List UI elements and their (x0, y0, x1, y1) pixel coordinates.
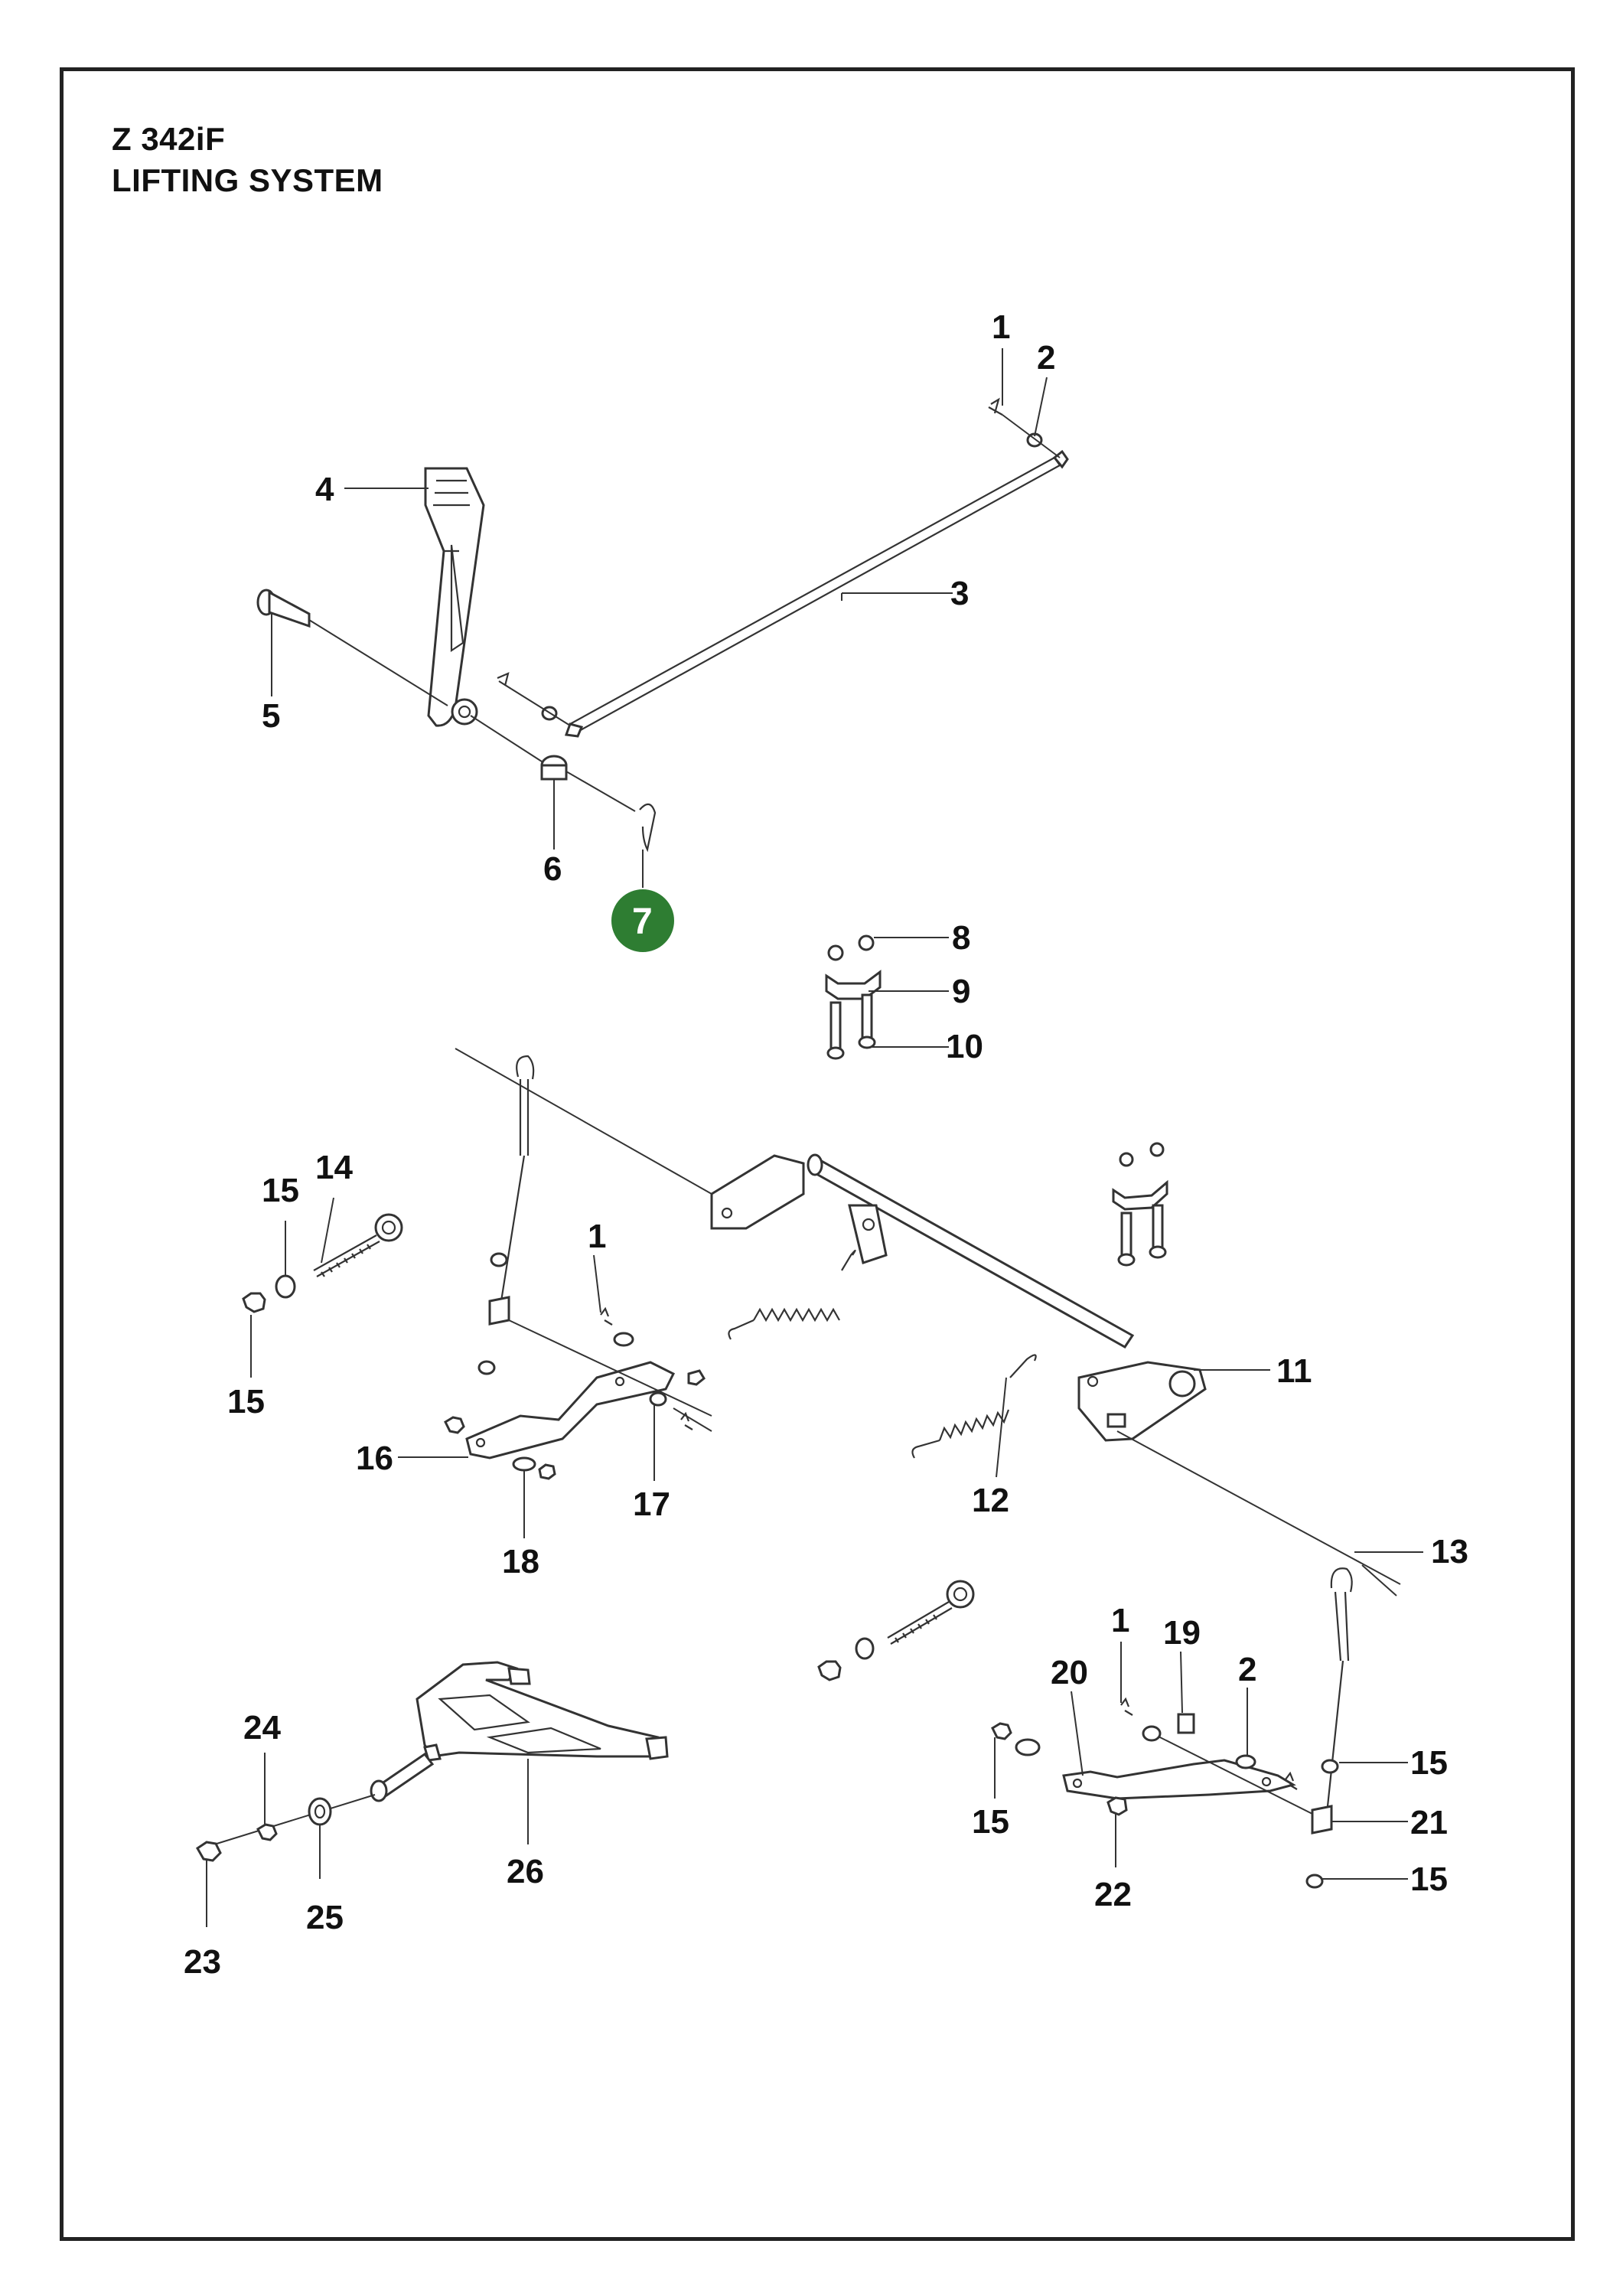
section-title: LIFTING SYSTEM (112, 162, 383, 198)
eye-bolt-left (242, 1213, 403, 1313)
callout-15: 15 (227, 1383, 265, 1420)
callout-15: 15 (262, 1172, 299, 1209)
callout-21: 21 (1410, 1804, 1448, 1841)
lift-shaft (455, 1048, 1401, 1596)
bushing (470, 715, 636, 812)
eye-bolt-center (817, 1580, 975, 1681)
bracket-shaft (1112, 1142, 1168, 1267)
callout-22: 22 (1094, 1876, 1132, 1913)
callout-9: 9 (952, 973, 970, 1010)
callout-1: 1 (992, 308, 1010, 346)
callout-4: 4 (315, 471, 334, 508)
pivot-pin (256, 589, 448, 706)
callout-14: 14 (315, 1149, 353, 1186)
lift-arm-right (991, 1697, 1313, 1816)
callout-13: 13 (1431, 1533, 1468, 1570)
callout-19: 19 (1163, 1614, 1201, 1652)
bracket-upper (825, 934, 882, 1060)
callout-8: 8 (952, 919, 970, 957)
callout-numbers: 1 2 3 4 5 6 7 8 9 10 11 12 13 14 15 15 1… (184, 308, 1468, 1981)
callout-2: 2 (1238, 1651, 1256, 1688)
callout-1: 1 (1111, 1602, 1129, 1639)
callout-15: 15 (1410, 1744, 1448, 1782)
callout-23: 23 (184, 1943, 221, 1981)
lift-rod (564, 449, 1069, 738)
model-title: Z 342iF (112, 121, 226, 157)
deck-lift-bracket (196, 1661, 669, 1862)
callout-20: 20 (1051, 1654, 1088, 1691)
callout-24: 24 (243, 1709, 281, 1746)
lift-arm-left (444, 1306, 712, 1480)
callout-18: 18 (502, 1543, 539, 1580)
rod-clip-left (497, 672, 571, 726)
callout-7: 7 (632, 902, 653, 942)
lift-link-right (1305, 1567, 1353, 1889)
callout-5: 5 (262, 697, 280, 735)
callout-26: 26 (507, 1853, 544, 1890)
leader-lines (206, 348, 1423, 1927)
callout-16: 16 (356, 1440, 393, 1477)
highlighted-callout-7: 7 (610, 888, 676, 954)
lift-link-left (477, 1055, 535, 1375)
hair-pin (639, 803, 657, 853)
callout-11: 11 (1276, 1352, 1312, 1390)
callout-6: 6 (543, 850, 562, 888)
callout-17: 17 (633, 1486, 670, 1523)
callout-25: 25 (306, 1899, 344, 1936)
spring-lower (911, 1354, 1037, 1459)
callout-1: 1 (588, 1218, 606, 1255)
pedal-arm (424, 467, 485, 727)
rod-clip-right (988, 397, 1061, 458)
callout-10: 10 (946, 1028, 983, 1065)
callout-15: 15 (972, 1803, 1009, 1841)
callout-15: 15 (1410, 1861, 1448, 1898)
page-frame (60, 67, 1575, 2241)
callout-2: 2 (1037, 339, 1055, 377)
callout-3: 3 (950, 575, 969, 612)
spring-upper (728, 1249, 856, 1340)
callout-12: 12 (972, 1482, 1009, 1519)
